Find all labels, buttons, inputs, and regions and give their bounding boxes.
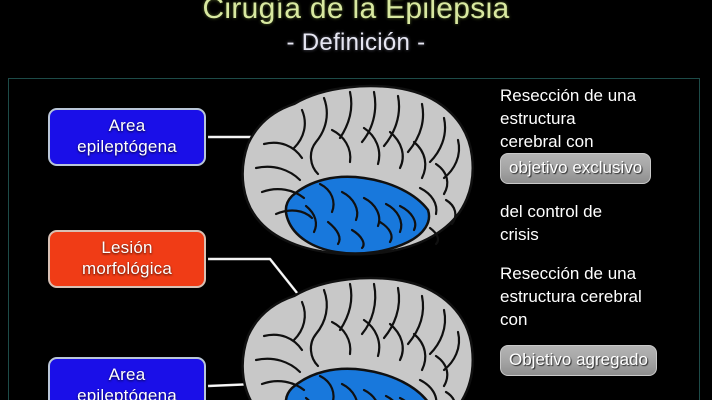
definition-first-cont: del control de crisis [500, 200, 705, 246]
label-line-1: Area [108, 116, 146, 135]
label-morphological-lesion[interactable]: Lesión morfológica [48, 230, 206, 288]
brain-figure-2 [232, 272, 480, 400]
label-line-2: epileptógena [77, 386, 177, 400]
brain-figure-1 [232, 80, 480, 268]
definition-first-line-5: crisis [500, 225, 539, 244]
label-line-2: epileptógena [77, 137, 177, 156]
spacer [500, 184, 705, 200]
definition-first-line-4: del control de [500, 202, 603, 221]
definition-first-line-1: Resección de una [500, 86, 637, 105]
definition-first: Resección de una estructura cerebral con [500, 84, 705, 153]
pill-objetivo-agregado-wrap: Objetivo agregado [500, 345, 705, 376]
label-line-1: Area [108, 365, 146, 384]
label-epileptogenic-area-1[interactable]: Area epileptógena [48, 108, 206, 166]
page-subtitle: - Definición - [286, 29, 426, 56]
label-epileptogenic-area-2[interactable]: Area epileptógena [48, 357, 206, 400]
definition-first-line-2: estructura [500, 109, 576, 128]
definition-second-line-2: estructura cerebral [500, 287, 642, 306]
definition-second: Resección de una estructura cerebral con [500, 262, 705, 331]
spacer [500, 246, 705, 262]
pill-objetivo-exclusivo-wrap: objetivo exclusivo [500, 153, 705, 184]
definitions-column: Resección de una estructura cerebral con… [500, 84, 705, 376]
definition-second-line-1: Resección de una [500, 264, 637, 283]
page-title: Cirugía de la Epilepsia [202, 0, 510, 25]
definition-first-line-3: cerebral con [500, 132, 594, 151]
label-line-1: Lesión [101, 238, 153, 257]
pill-objetivo-agregado[interactable]: Objetivo agregado [500, 345, 657, 376]
definition-second-line-3: con [500, 310, 528, 329]
pill-objetivo-exclusivo[interactable]: objetivo exclusivo [500, 153, 652, 184]
label-line-2: morfológica [81, 259, 173, 278]
